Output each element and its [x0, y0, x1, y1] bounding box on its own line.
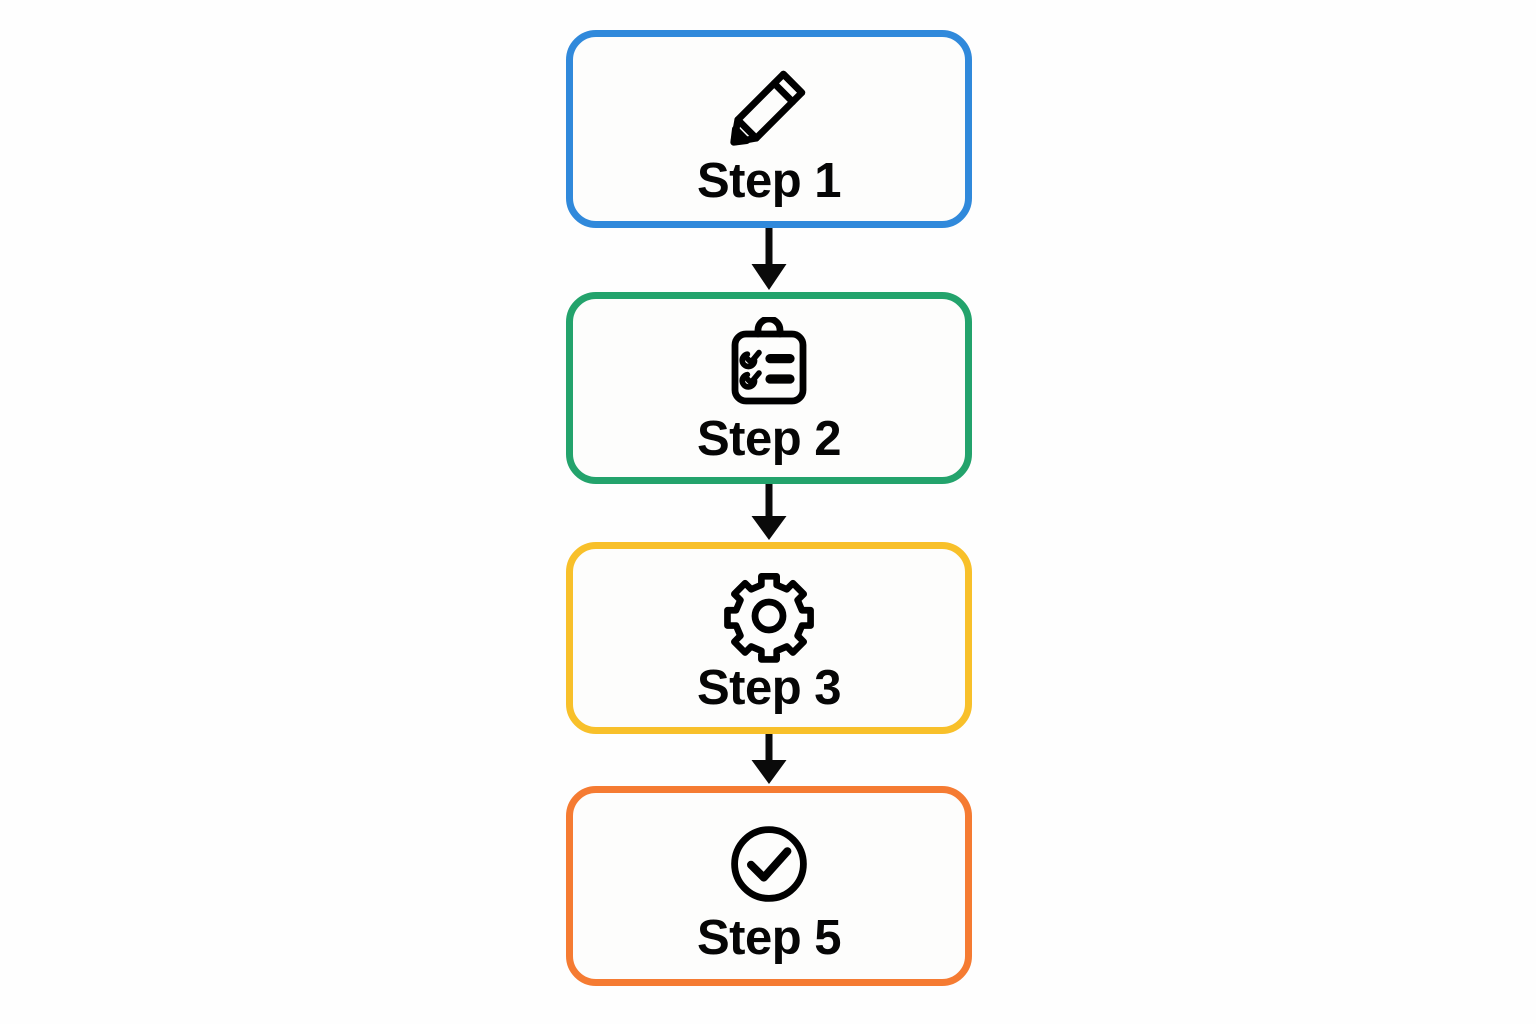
pencil-icon — [721, 59, 817, 155]
clipboard-checklist-icon — [721, 315, 817, 413]
check-circle-icon — [721, 816, 817, 912]
connector-1-to-2 — [566, 228, 972, 292]
gear-icon — [721, 568, 817, 664]
step-flow-container: Step 1 — [566, 30, 972, 986]
step-label-1: Step 1 — [696, 153, 842, 208]
arrow-down-icon — [746, 484, 792, 542]
step-node-5[interactable]: Step 5 — [566, 786, 972, 986]
connector-2-to-3 — [566, 484, 972, 542]
arrow-down-icon — [746, 734, 792, 786]
step-label-3: Step 3 — [696, 660, 842, 715]
step-node-2[interactable]: Step 2 — [566, 292, 972, 484]
connector-3-to-5 — [566, 734, 972, 786]
arrow-down-icon — [746, 228, 792, 292]
step-label-5: Step 5 — [696, 910, 842, 965]
step-node-3[interactable]: Step 3 — [566, 542, 972, 734]
step-node-1[interactable]: Step 1 — [566, 30, 972, 228]
step-label-2: Step 2 — [696, 411, 842, 466]
